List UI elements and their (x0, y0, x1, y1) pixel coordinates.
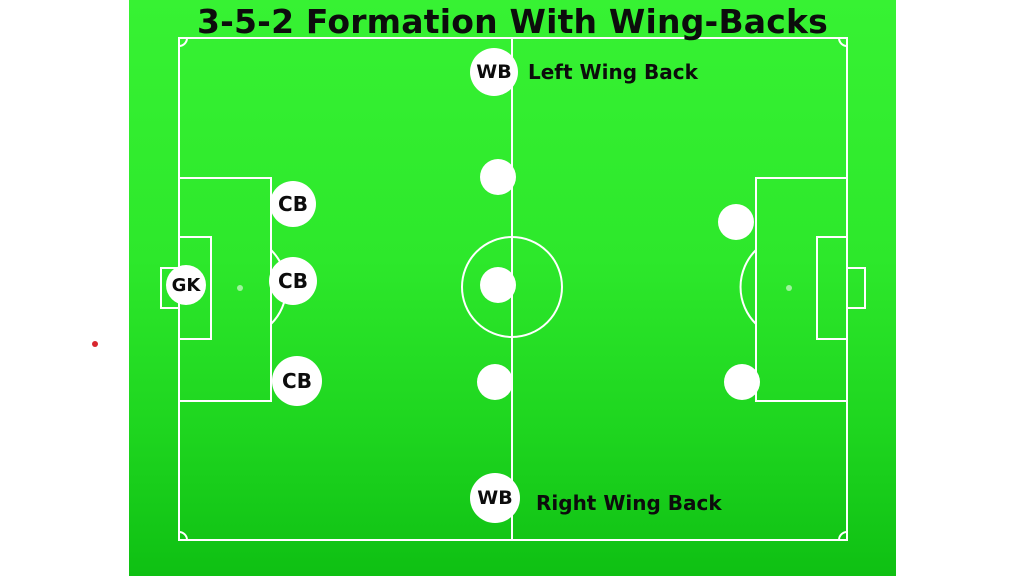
player-midfielder-top (480, 159, 516, 195)
player-label: WB (476, 61, 512, 83)
corner-arc-top-left (178, 37, 188, 47)
player-wb-right: WB (470, 473, 520, 523)
label-left-wing-back: Left Wing Back (528, 60, 698, 84)
right-penalty-box (755, 177, 848, 402)
player-cb-bottom: CB (272, 356, 322, 406)
diagram-title: 3-5-2 Formation With Wing-Backs (196, 2, 829, 41)
center-circle (461, 236, 563, 338)
right-penalty-arc (739, 249, 757, 325)
player-midfielder-bottom (477, 364, 513, 400)
formation-canvas: 3-5-2 Formation With Wing-Backs GK CB CB… (129, 0, 896, 576)
corner-arc-top-right (838, 37, 848, 47)
player-opponent-bottom (724, 364, 760, 400)
corner-arc-bottom-left (178, 531, 188, 541)
player-gk: GK (166, 265, 206, 305)
label-right-wing-back: Right Wing Back (536, 491, 722, 515)
player-label: CB (278, 192, 308, 216)
right-penalty-spot (786, 285, 792, 291)
player-cb-top: CB (270, 181, 316, 227)
player-midfielder-center (480, 267, 516, 303)
right-goal-box (816, 236, 848, 340)
player-label: GK (171, 274, 201, 296)
player-wb-left: WB (470, 48, 518, 96)
player-label: CB (278, 269, 308, 293)
player-opponent-top (718, 204, 754, 240)
player-cb-mid: CB (269, 257, 317, 305)
player-label: WB (477, 487, 513, 509)
player-label: CB (282, 369, 312, 393)
red-marker-dot (92, 341, 98, 347)
corner-arc-bottom-right (838, 531, 848, 541)
right-goal (846, 267, 866, 309)
left-penalty-spot (237, 285, 243, 291)
